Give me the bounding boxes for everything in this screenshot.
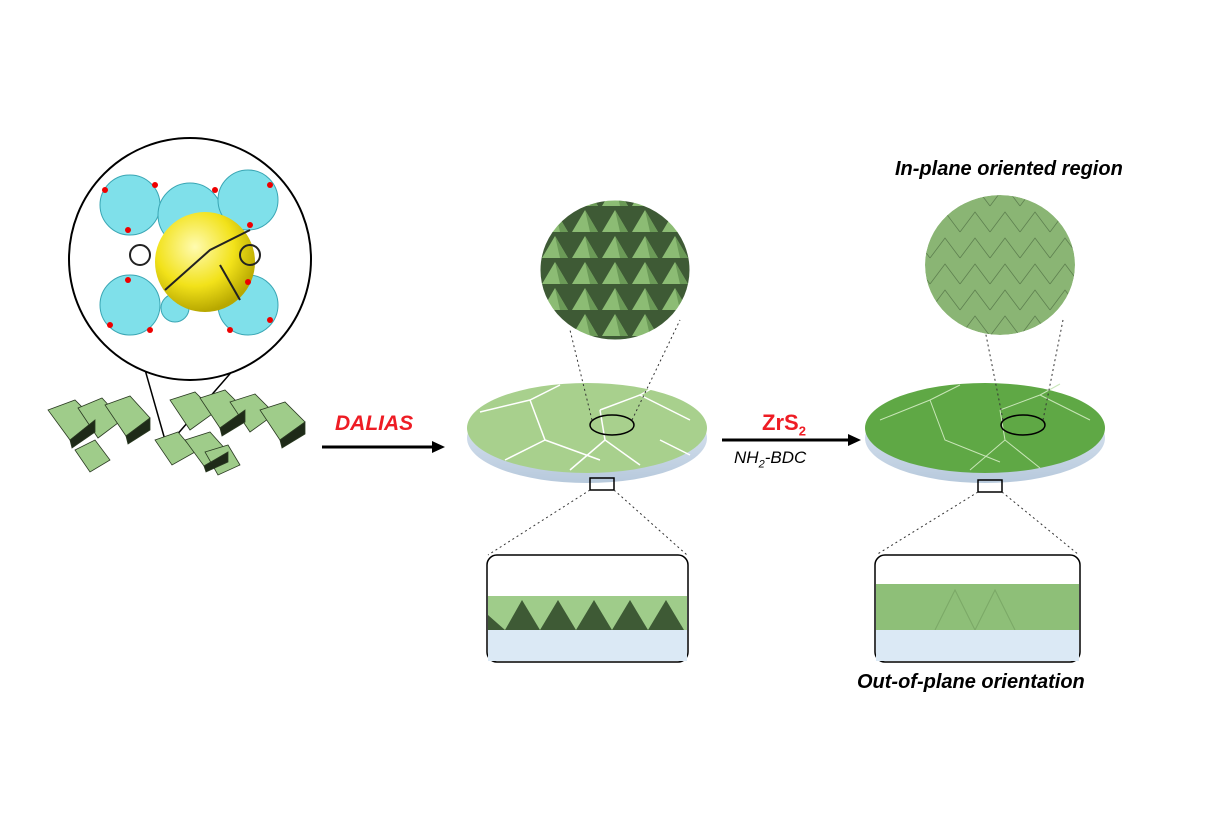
mof-structure-zoom: [68, 137, 312, 441]
zrs2-text: ZrS: [762, 410, 799, 435]
cross-section-box: [874, 554, 1081, 663]
film-disc-dalias: [467, 199, 707, 663]
film-disc-zrs2: [865, 195, 1105, 663]
zrs2-arrow: [722, 434, 861, 446]
mof-crystals-icon: [47, 389, 306, 476]
oxygen-atoms-icon: [102, 182, 273, 333]
bdc-text: -BDC: [764, 448, 807, 467]
zrs2-label: ZrS2: [762, 410, 806, 438]
nh-text: NH: [734, 448, 759, 467]
dalias-label: DALIAS: [335, 412, 414, 435]
dalias-arrow: [322, 441, 445, 453]
nh2-subscript: 2: [758, 458, 765, 471]
cross-section-box: [486, 554, 689, 663]
pore-sphere-icon: [155, 212, 255, 312]
crack-lines: [479, 383, 691, 471]
out-of-plane-title: Out-of-plane orientation: [857, 671, 1085, 693]
zrs2-subscript: 2: [798, 423, 806, 439]
nh2-bdc-label: NH2-BDC: [734, 448, 806, 470]
in-plane-title: In-plane oriented region: [895, 158, 1123, 180]
